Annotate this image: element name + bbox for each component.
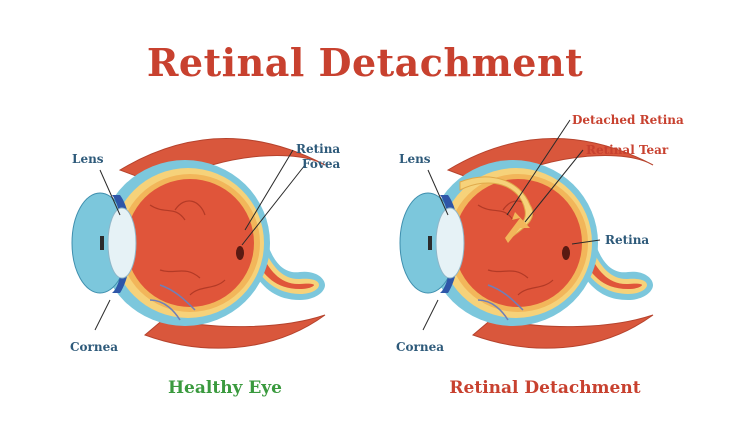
label-fovea-left: Fovea [302, 157, 341, 171]
label-detached-retina: Detached Retina [572, 113, 684, 127]
diagram-title: Retinal Detachment [146, 40, 584, 85]
retinal-tear-arrow [505, 212, 530, 243]
label-cornea-right: Cornea [396, 340, 445, 354]
label-retina-right: Retina [605, 233, 650, 247]
retina-spot [562, 246, 570, 260]
label-retina-left: Retina [296, 142, 341, 156]
label-lens-right: Lens [399, 152, 431, 166]
label-retinal-tear: Retinal Tear [586, 143, 669, 157]
fovea-spot [236, 246, 244, 260]
label-cornea-left: Cornea [70, 340, 119, 354]
caption-retinal-detachment: Retinal Detachment [449, 378, 641, 398]
caption-healthy-eye: Healthy Eye [167, 378, 282, 398]
healthy-eye-illustration [71, 137, 326, 349]
label-lens-left: Lens [72, 152, 104, 166]
detached-eye-illustration [399, 137, 654, 349]
